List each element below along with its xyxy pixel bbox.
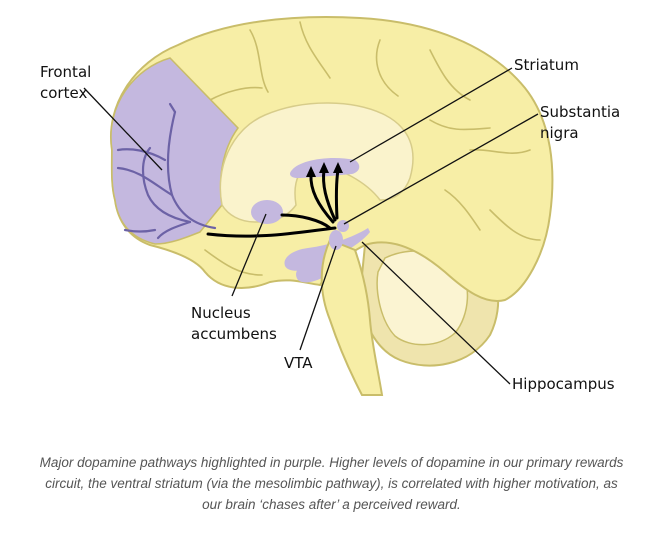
vta-region	[329, 230, 343, 250]
frontal-vessels	[116, 102, 217, 240]
leader-lines	[83, 67, 539, 385]
nigrostriatal-pathway-3	[334, 168, 340, 220]
hippocampus-label: Hippocampus	[512, 375, 615, 393]
pathway-arrowheads	[306, 162, 343, 177]
hippocampus-leader	[361, 241, 511, 385]
striatum-leader	[349, 67, 513, 163]
brain-diagram: Frontal cortex Striatum Substantia nigra…	[40, 16, 625, 396]
caption-line: Major dopamine pathways highlighted in p…	[39, 455, 624, 470]
frontal-cortex-leader	[83, 87, 163, 171]
nucleus-accumbens-region	[251, 200, 283, 224]
nucleus-accumbens-label: Nucleus accumbens	[191, 304, 277, 343]
substantia-nigra-leader	[343, 113, 539, 225]
caption-line: our brain ‘chases after’ a perceived rew…	[202, 497, 461, 512]
mesocortical-pathway	[206, 226, 337, 238]
striatum-label: Striatum	[514, 56, 579, 74]
dopamine-pathways	[206, 168, 340, 238]
brainstem	[320, 238, 384, 396]
frontal-cortex-region	[110, 57, 239, 245]
substantia-nigra-label: Substantia nigra	[540, 103, 625, 142]
frontal-cortex-label: Frontal cortex	[40, 63, 96, 102]
figure-caption: Major dopamine pathways highlighted in p…	[0, 452, 663, 515]
vta-leader	[299, 245, 337, 351]
nucleus-accumbens-leader	[231, 213, 267, 297]
mesolimbic-pathway	[280, 213, 332, 230]
nigrostriatal-pathway-2	[322, 168, 337, 222]
caption-line: circuit, the ventral striatum (via the m…	[45, 476, 618, 491]
nigrostriatal-pathway-1	[309, 172, 335, 224]
vta-label: VTA	[284, 354, 313, 372]
